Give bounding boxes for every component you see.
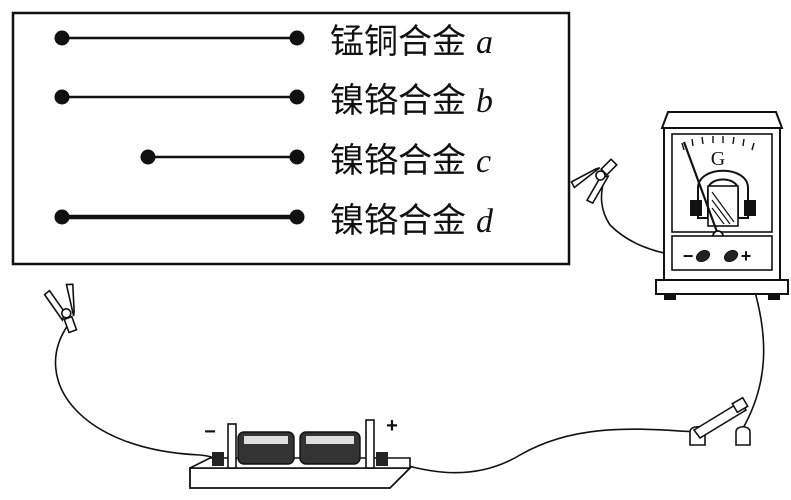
meter-minus-label: − <box>683 246 694 266</box>
lead-battery-to-switch <box>387 428 701 474</box>
meter-terminal-minus[interactable] <box>694 248 711 264</box>
wire-c-material: 镍铬合金 <box>330 141 466 181</box>
wire-a-terminal-left[interactable] <box>54 30 70 46</box>
battery-holder: − + <box>189 415 413 489</box>
meter-symbol: G <box>711 148 725 170</box>
switch[interactable] <box>689 396 751 446</box>
wire-c-label: 镍铬合金 c <box>330 144 491 179</box>
wire-a <box>54 30 305 46</box>
wire-b-letter: b <box>476 83 493 120</box>
wire-b-terminal-right[interactable] <box>289 89 305 105</box>
battery-plus-label: + <box>386 415 398 437</box>
battery-cell-1 <box>237 431 295 465</box>
wire-d <box>54 209 305 225</box>
wire-c-letter: c <box>476 143 492 180</box>
wire-a-terminal-right[interactable] <box>289 30 305 46</box>
wire-d-terminal-left[interactable] <box>54 209 70 225</box>
wire-a-letter: a <box>476 24 493 61</box>
wire-c-terminal-left[interactable] <box>140 149 156 165</box>
wire-b <box>54 89 305 105</box>
battery-cell-2 <box>299 431 361 465</box>
battery-minus-label: − <box>204 421 216 443</box>
meter-plus-label: + <box>741 246 752 266</box>
wire-b-material: 镍铬合金 <box>330 81 466 121</box>
wire-board <box>11 11 571 266</box>
meter-scale <box>681 136 755 151</box>
wire-b-label: 镍铬合金 b <box>330 84 493 119</box>
wire-d-letter: d <box>476 203 493 240</box>
alligator-clip-right[interactable] <box>570 151 624 205</box>
meter-magnet <box>697 169 749 219</box>
alligator-clip-left[interactable] <box>43 282 88 335</box>
meter-needle <box>682 141 722 241</box>
galvanometer: G − + <box>655 111 789 300</box>
wire-c-terminal-right[interactable] <box>289 149 305 165</box>
wire-d-label: 镍铬合金 d <box>330 204 493 239</box>
wire-d-terminal-right[interactable] <box>289 209 305 225</box>
wire-a-material: 锰铜合金 <box>330 22 466 62</box>
wire-a-label: 锰铜合金 a <box>330 25 493 60</box>
wire-c <box>140 149 305 165</box>
lead-left-clip <box>54 324 219 461</box>
meter-terminal-plus[interactable] <box>722 248 739 264</box>
wire-b-terminal-left[interactable] <box>54 89 70 105</box>
wire-d-material: 镍铬合金 <box>330 201 466 241</box>
